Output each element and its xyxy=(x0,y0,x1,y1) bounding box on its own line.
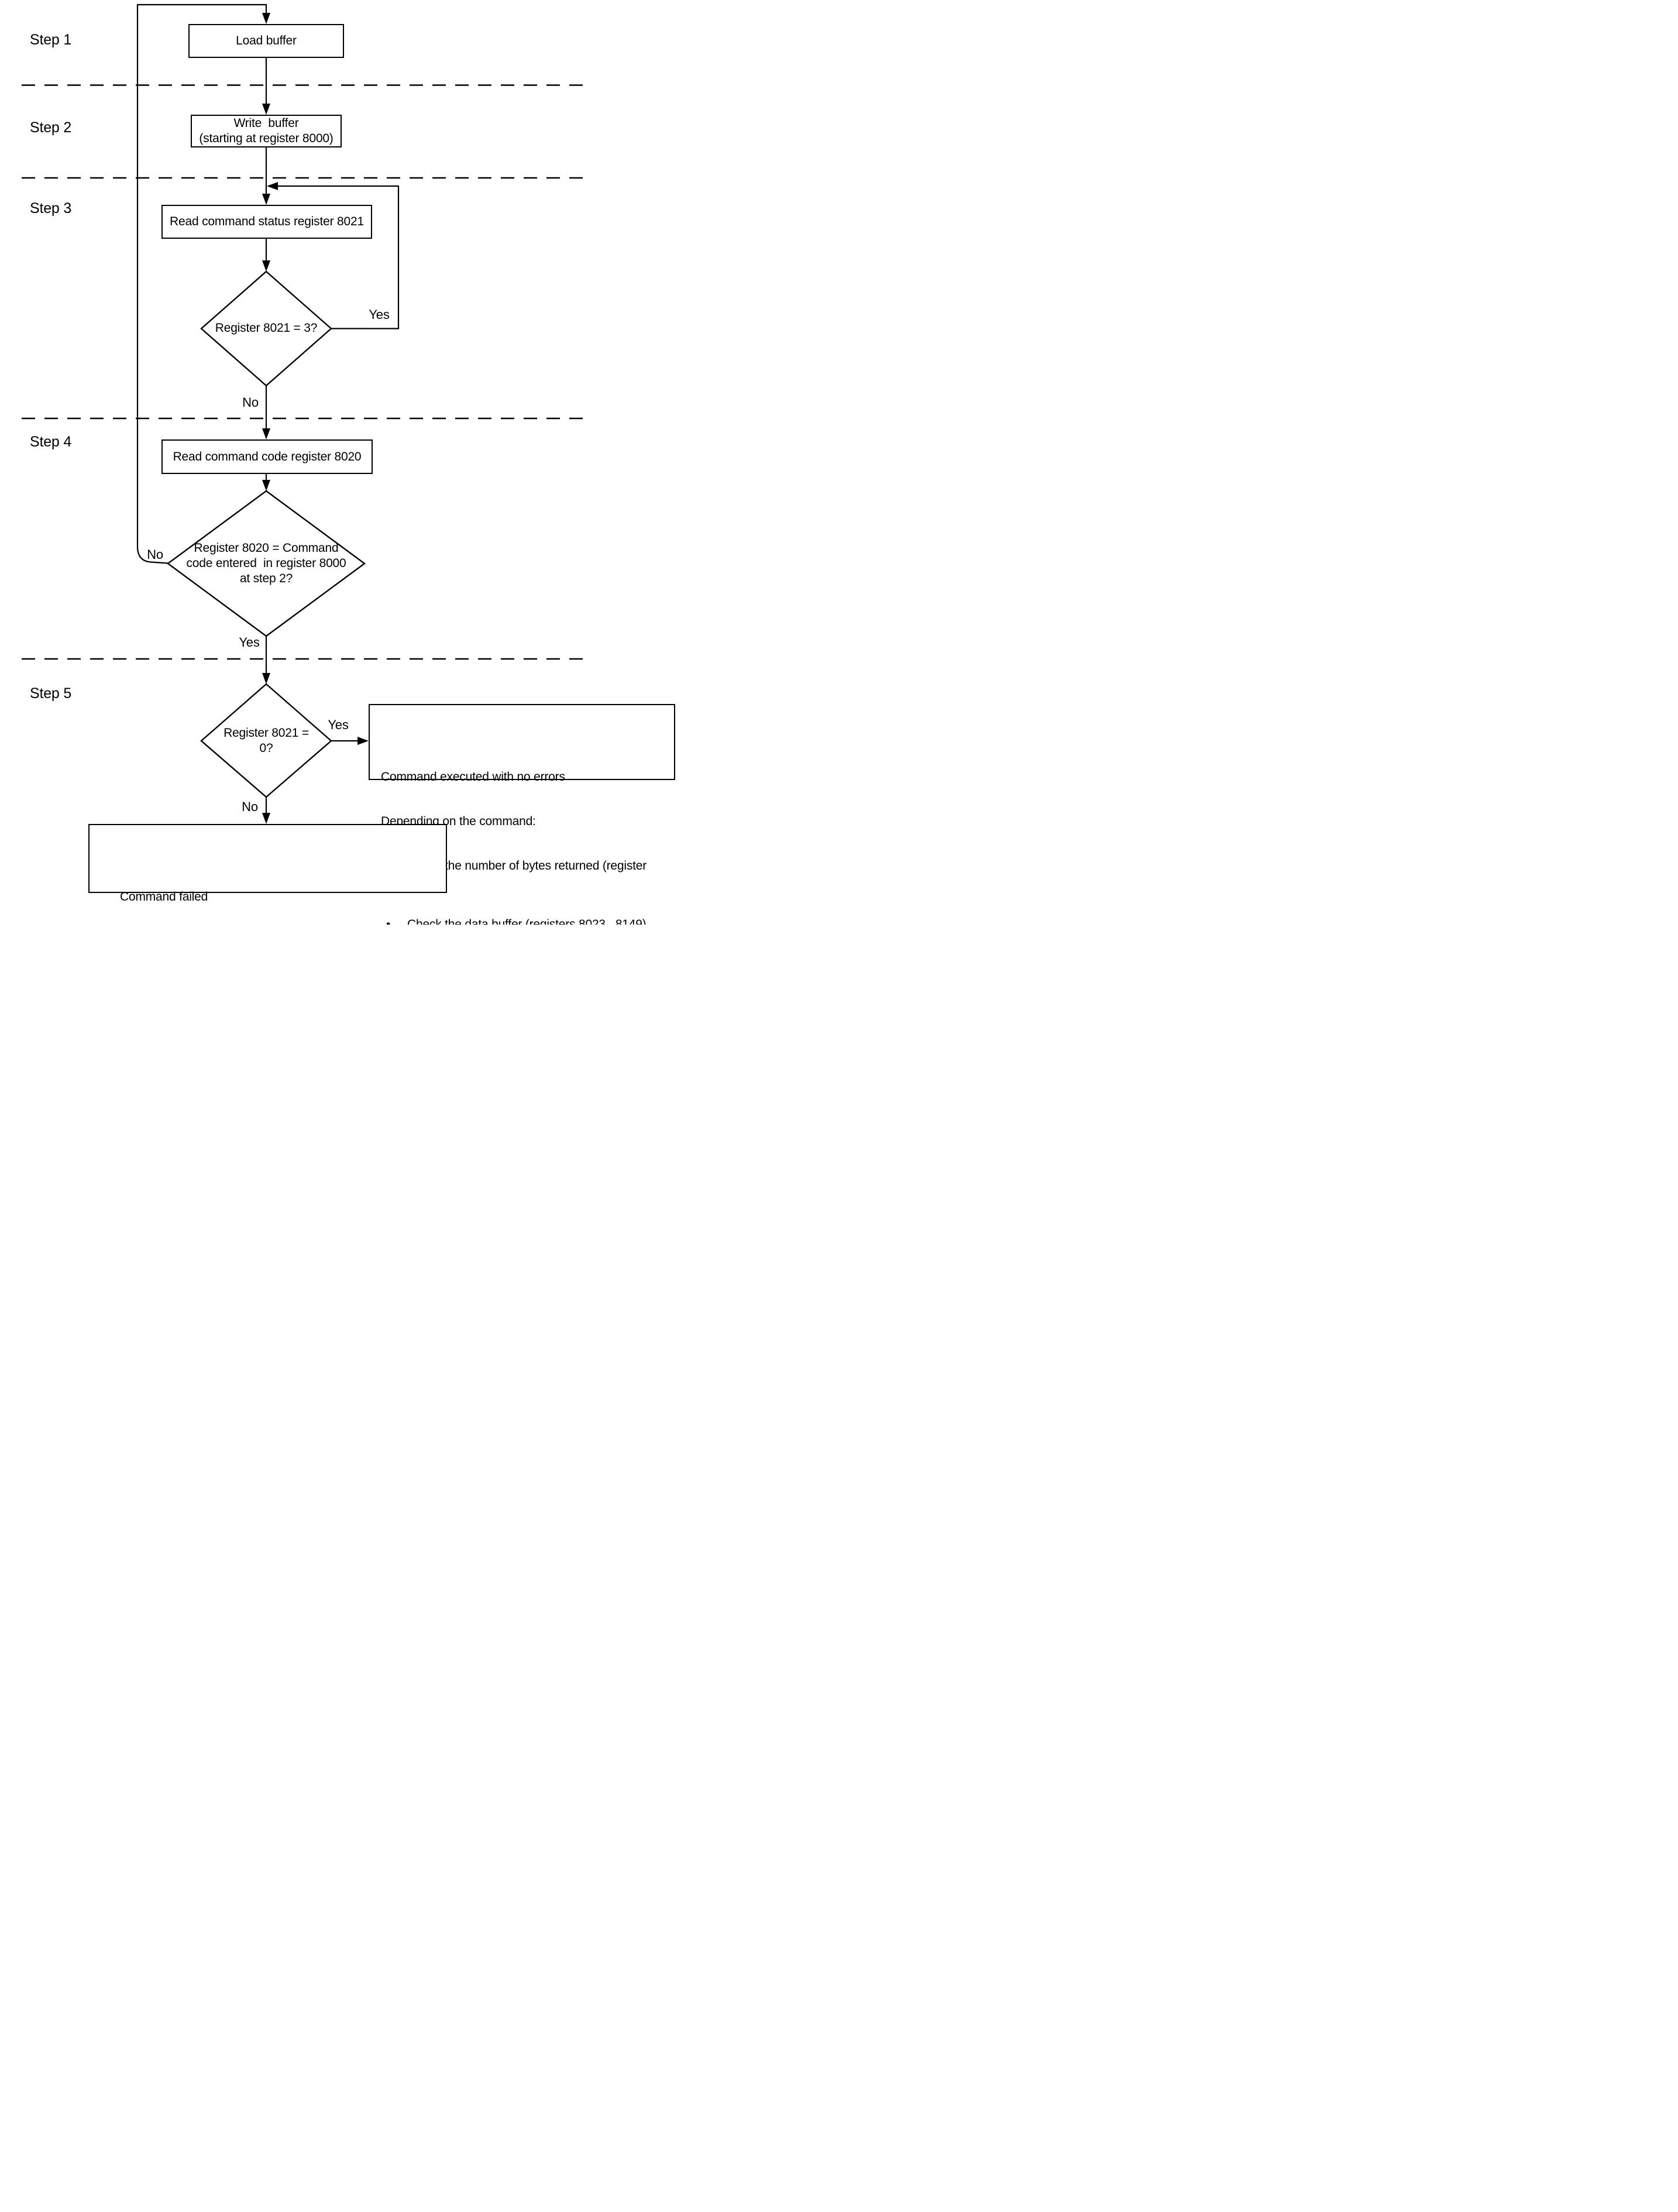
edge-label-step3-yes: Yes xyxy=(369,307,390,322)
failure-line-1: Command failed xyxy=(120,890,208,904)
step-label-5: Step 5 xyxy=(30,685,72,702)
step-label-3: Step 3 xyxy=(30,200,72,217)
decision-diamond-register-8020 xyxy=(166,490,366,637)
step-label-4: Step 4 xyxy=(30,434,72,450)
decision-diamond-register-8021-0 xyxy=(200,683,332,798)
arrowhead-into-read-code xyxy=(262,428,270,439)
decision-text-register-8021-3: Register 8021 = 3? xyxy=(215,321,318,335)
flowchart-connectors xyxy=(22,4,587,824)
success-bullet-row-2: • Check the data buffer (registers 8023.… xyxy=(381,918,669,925)
arrowhead-into-success-box xyxy=(357,737,369,745)
decision-diamond-register-8021-3 xyxy=(200,270,332,387)
bullet-icon: • xyxy=(386,918,391,925)
decision-text-register-8020: Register 8020 = Command code entered in … xyxy=(186,541,346,585)
arrowhead-into-load-buffer xyxy=(262,13,270,24)
arrowhead-into-decision-8021-3 xyxy=(262,260,270,272)
decision-text-register-8021-0: Register 8021 = 0? xyxy=(223,726,309,755)
process-read-command-status: Read command status register 8021 xyxy=(161,205,372,239)
arrowhead-into-write-buffer xyxy=(262,104,270,115)
arrowhead-into-decision-8020 xyxy=(262,480,270,491)
arrowhead-into-read-status xyxy=(262,194,270,205)
step-label-2: Step 2 xyxy=(30,119,72,136)
success-line-1: Command executed with no errors xyxy=(381,770,565,784)
result-box-command-failed: Command failed Command status register 8… xyxy=(88,824,447,904)
flowchart-canvas: Step 1 Step 2 Step 3 Step 4 Step 5 Load … xyxy=(0,0,702,925)
edge-label-step5-yes: Yes xyxy=(328,717,349,732)
process-write-buffer: Write buffer (starting at register 8000) xyxy=(191,115,342,147)
result-box-command-success: Command executed with no errors Dependin… xyxy=(369,704,675,925)
process-load-buffer: Load buffer xyxy=(188,24,344,58)
success-bullet-2: Check the data buffer (registers 8023...… xyxy=(407,918,647,925)
arrowhead-into-decision-8021-0 xyxy=(262,673,270,684)
edge-label-step5-no: No xyxy=(242,799,258,814)
edge-label-step4-no: No xyxy=(147,547,163,562)
process-read-command-code: Read command code register 8020 xyxy=(161,439,373,474)
arrowhead-into-failure-box xyxy=(262,813,270,824)
edge-label-step3-no: No xyxy=(242,395,259,410)
edge-label-step4-yes: Yes xyxy=(239,635,260,650)
edge-yes-loop-step3 xyxy=(278,185,400,329)
edge-no-loop-to-load-buffer xyxy=(136,4,267,564)
step-label-1: Step 1 xyxy=(30,32,72,48)
arrowhead-yes-loop-junction xyxy=(267,182,278,190)
